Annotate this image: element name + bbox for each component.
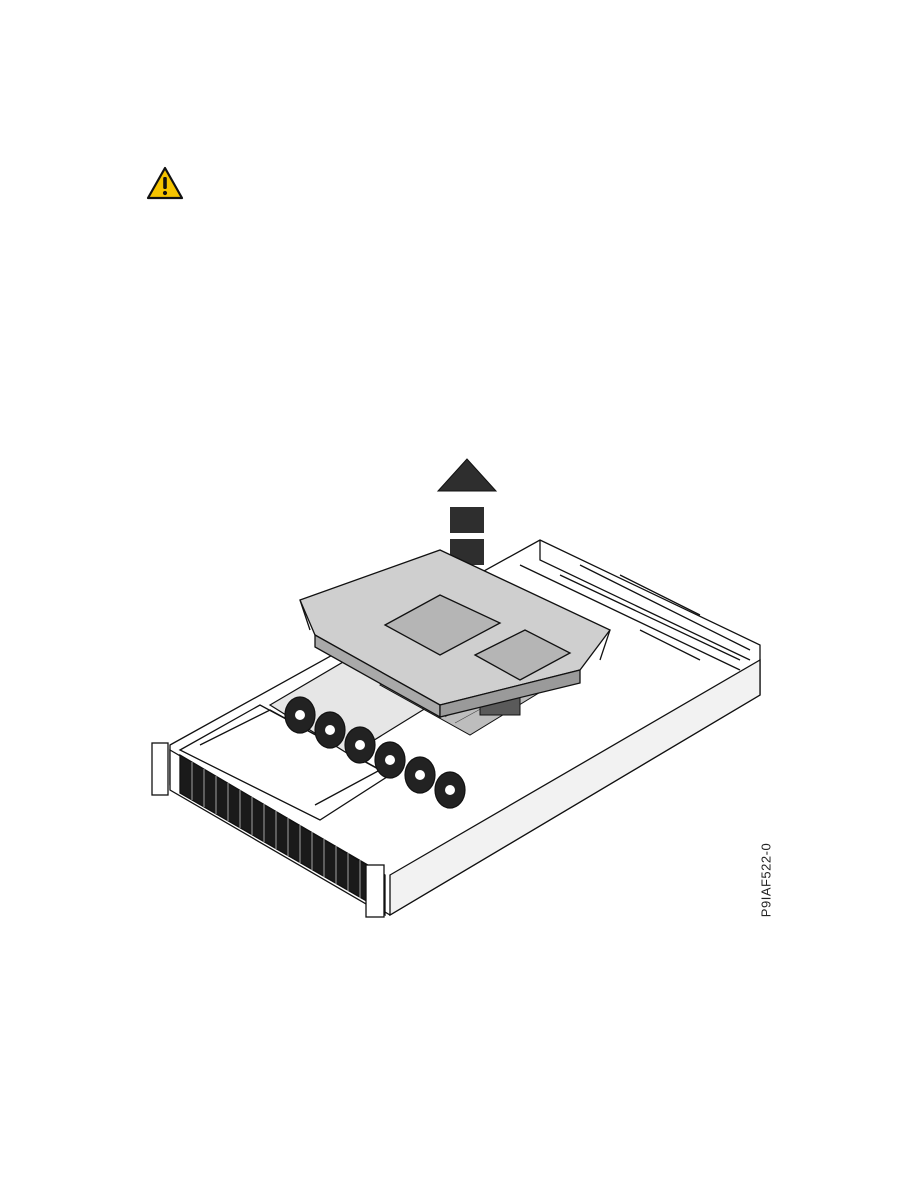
figure-id-label: P9IAF522-0 <box>759 843 774 917</box>
warning-triangle-icon <box>146 166 184 200</box>
server-air-baffle-illustration <box>140 455 780 935</box>
